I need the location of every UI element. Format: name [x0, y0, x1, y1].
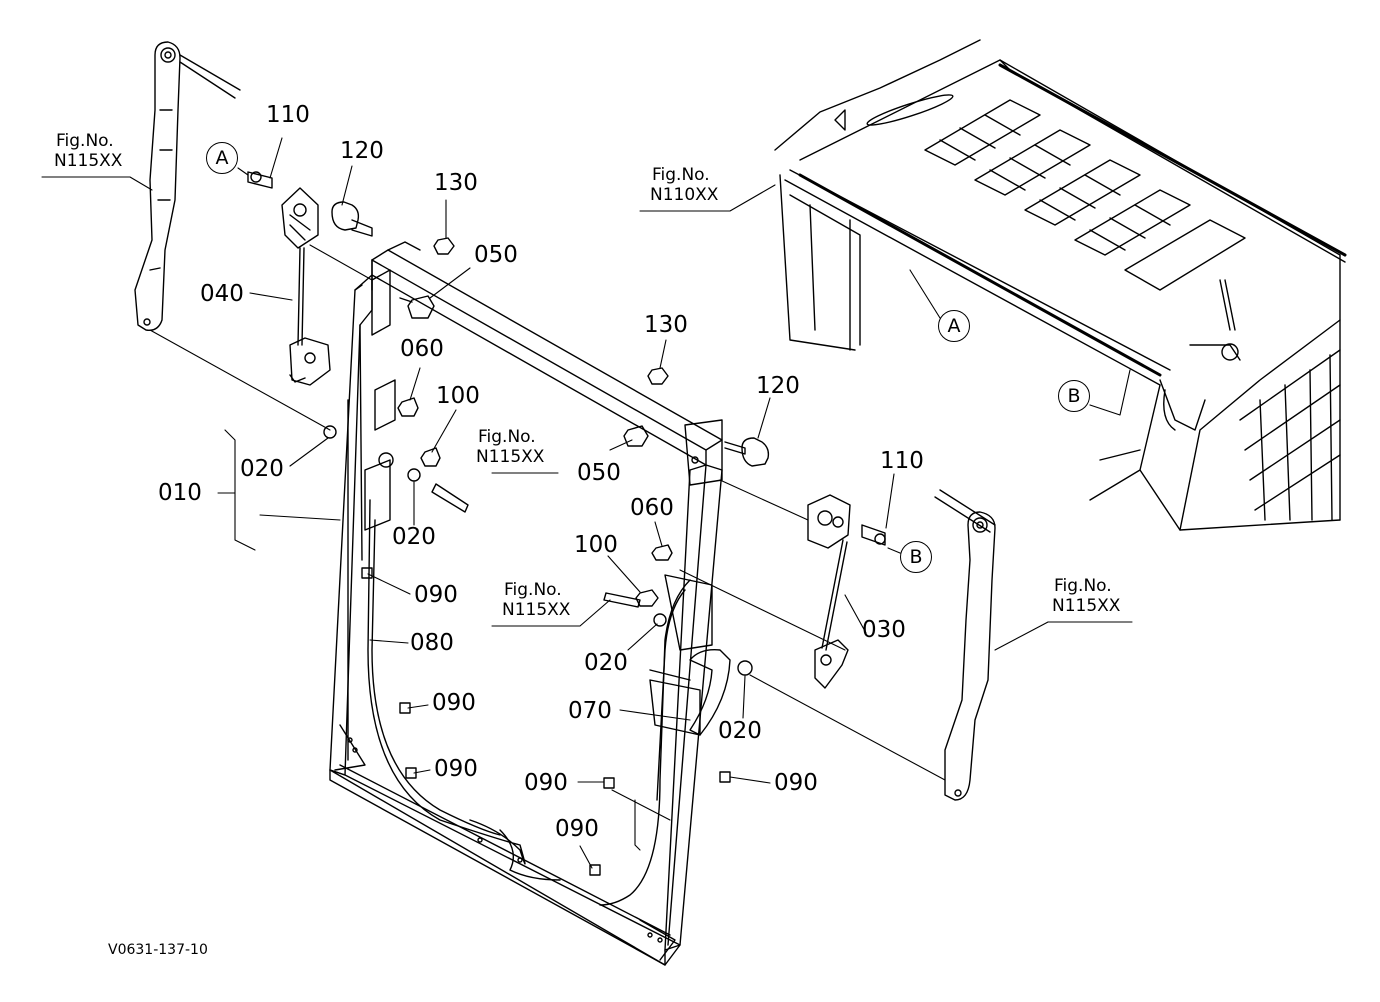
part-label-020: 020: [718, 718, 762, 744]
fig-ref-line1: Fig.No.: [504, 580, 562, 600]
fig-ref-line1: Fig.No.: [56, 131, 114, 151]
part-label-120: 120: [340, 138, 384, 164]
fig-ref-line2: N115XX: [476, 447, 545, 468]
ref-marker-a: A: [206, 142, 238, 174]
latch-assembly-right: [603, 367, 886, 736]
fig-ref-n115xx: Fig.No. N115XX: [54, 131, 122, 172]
part-label-050: 050: [577, 460, 621, 486]
fig-ref-line1: Fig.No.: [652, 165, 710, 185]
part-label-110: 110: [880, 448, 924, 474]
cables: [367, 499, 691, 906]
part-label-020: 020: [240, 456, 284, 482]
part-label-120: 120: [756, 373, 800, 399]
fig-ref-line1: Fig.No.: [1054, 576, 1112, 596]
leader-lines: [41, 137, 1133, 869]
right-side-arm: [934, 489, 996, 801]
part-label-130: 130: [644, 312, 688, 338]
ref-marker-b: B: [900, 541, 932, 573]
part-label-090: 090: [774, 770, 818, 796]
part-label-070: 070: [568, 698, 612, 724]
part-label-060: 060: [630, 495, 674, 521]
cable-clips: [361, 567, 731, 876]
fig-ref-line2: N115XX: [54, 151, 123, 172]
part-label-080: 080: [410, 630, 454, 656]
part-label-090: 090: [555, 816, 599, 842]
fig-ref-line1: Fig.No.: [478, 427, 536, 447]
part-label-090: 090: [524, 770, 568, 796]
part-label-130: 130: [434, 170, 478, 196]
fig-ref-line2: N110XX: [650, 185, 719, 206]
part-label-060: 060: [400, 336, 444, 362]
part-label-090: 090: [434, 756, 478, 782]
ref-marker-b: B: [1058, 380, 1090, 412]
part-label-100: 100: [574, 532, 618, 558]
part-label-020: 020: [584, 650, 628, 676]
part-label-010: 010: [158, 480, 202, 506]
fig-ref-line2: N115XX: [502, 600, 571, 621]
ref-marker-a: A: [938, 310, 970, 342]
part-label-050: 050: [474, 242, 518, 268]
part-label-090: 090: [432, 690, 476, 716]
drawing-code: V0631-137-10: [108, 942, 208, 958]
part-label-100: 100: [436, 383, 480, 409]
fig-ref-n115xx: Fig.No. N115XX: [1052, 576, 1120, 617]
fig-ref-n110xx: Fig.No. N110XX: [650, 165, 718, 206]
fig-ref-line2: N115XX: [1052, 596, 1121, 617]
part-label-030: 030: [862, 617, 906, 643]
latch-assembly-left: [247, 171, 469, 513]
fig-ref-n115xx: Fig.No. N115XX: [502, 580, 570, 621]
part-label-110: 110: [266, 102, 310, 128]
door-frame: [329, 241, 723, 966]
part-label-020: 020: [392, 524, 436, 550]
part-label-040: 040: [200, 281, 244, 307]
machine-body: [774, 39, 1347, 531]
fig-ref-n115xx: Fig.No. N115XX: [476, 427, 544, 468]
left-side-arm: [134, 41, 241, 331]
part-label-090: 090: [414, 582, 458, 608]
